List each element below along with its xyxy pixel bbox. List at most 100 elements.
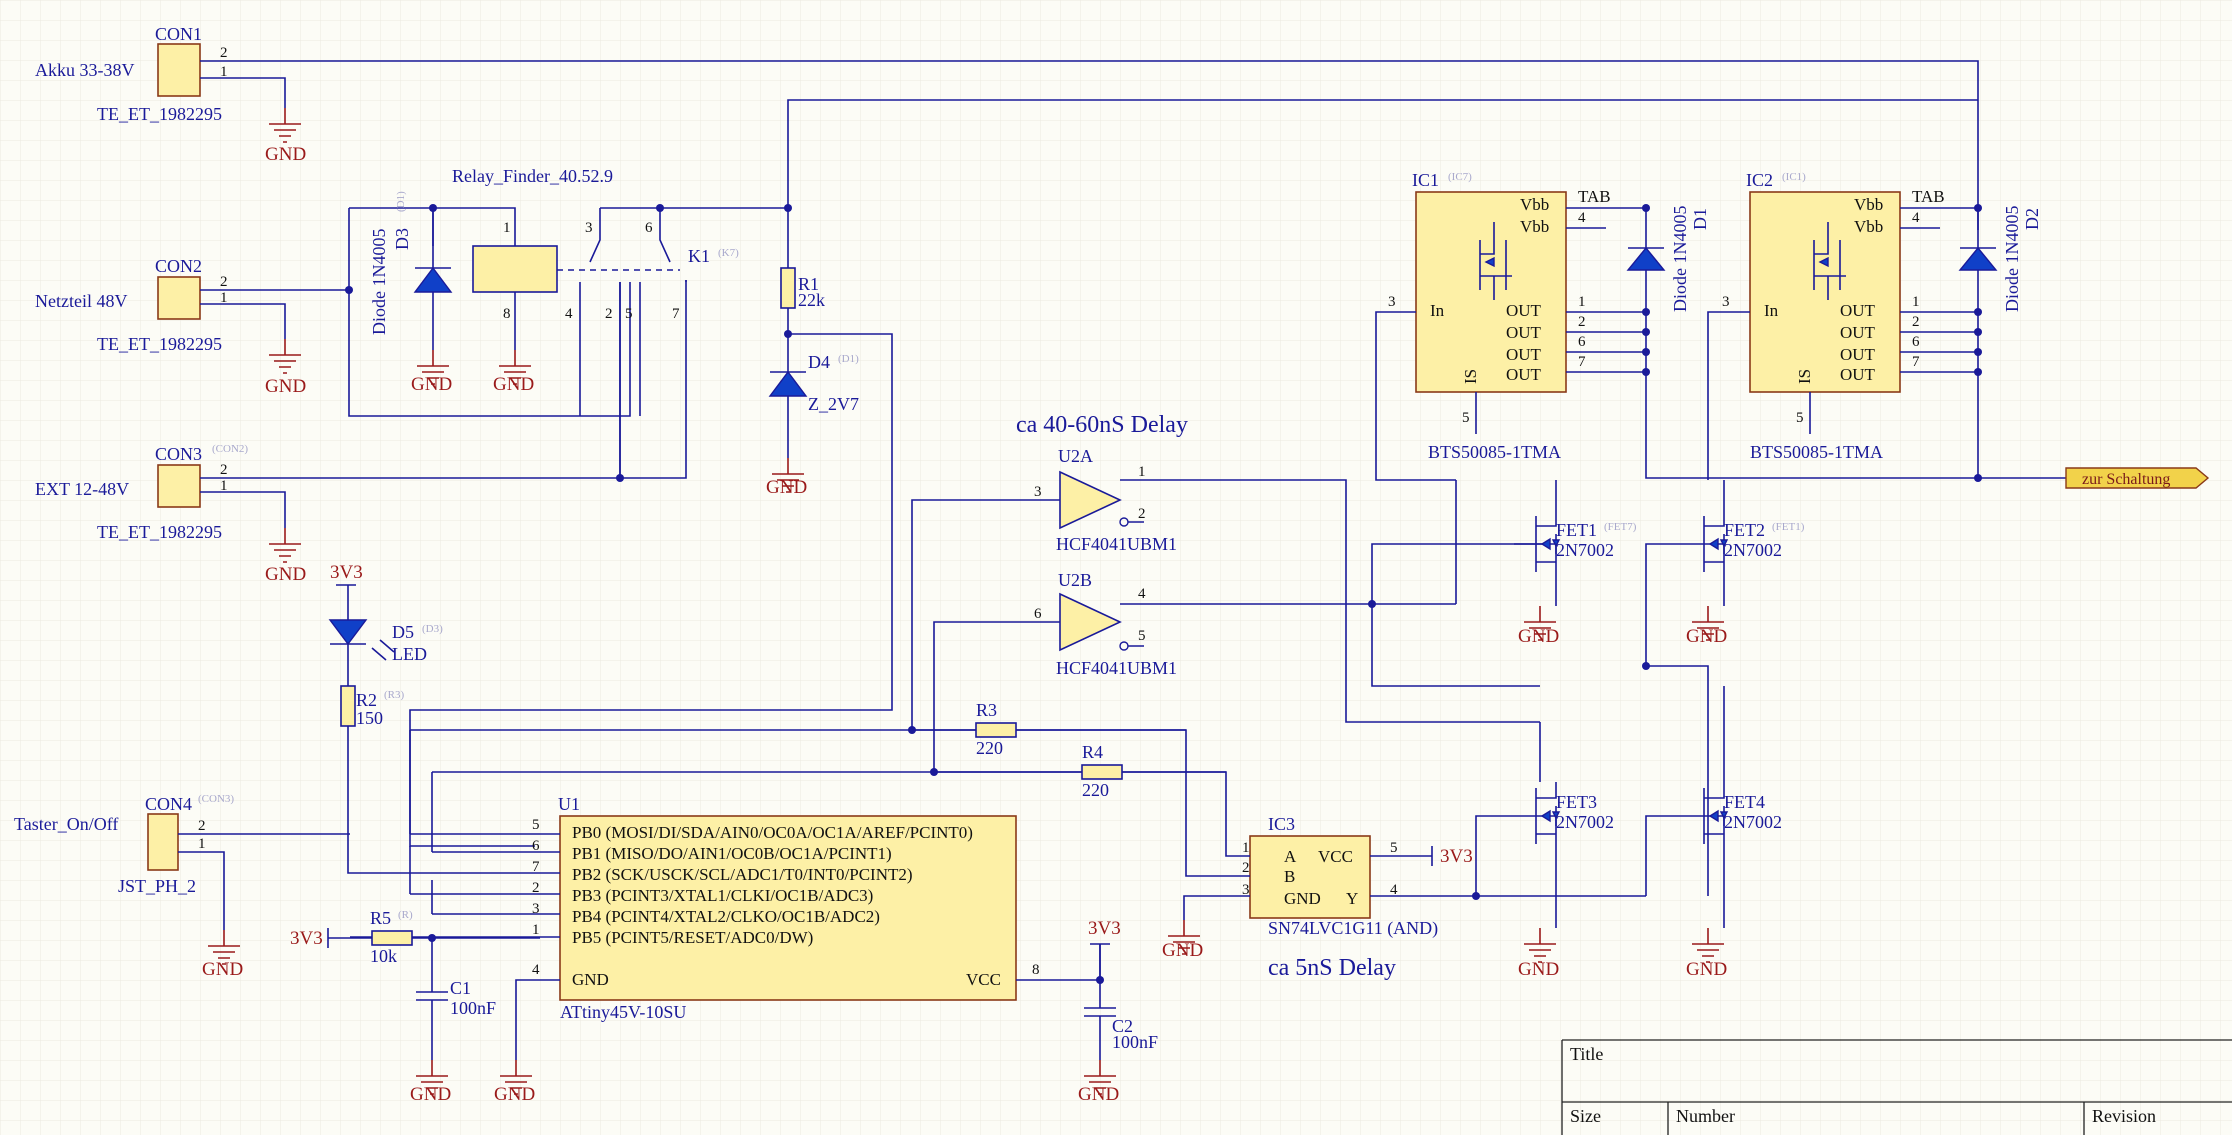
ic1-pin-o2: 2	[1578, 314, 1586, 330]
led-3v3-label: 3V3	[330, 562, 363, 583]
gnd-label: GND	[265, 564, 306, 585]
ic1-out2: OUT	[1506, 323, 1542, 342]
u1-vcc: VCC	[966, 970, 1001, 989]
ic1-out4: OUT	[1506, 365, 1542, 384]
relay-pin6: 6	[645, 220, 653, 236]
u2b-pin-in: 6	[1034, 606, 1042, 622]
u2a-pin-outn: 2	[1138, 506, 1146, 522]
d5-name: D5	[392, 622, 414, 642]
r1-name: R1	[798, 274, 819, 294]
ic1-pin-tab: 4	[1578, 210, 1586, 226]
con4-connector[interactable]: CON4 (CON3) Taster_On/Off JST_PH_2 2 1	[14, 793, 350, 930]
ic2-out3: OUT	[1840, 345, 1876, 364]
wire-fet4	[1645, 686, 1725, 928]
fet1[interactable]: FET1 (FET7) 2N7002	[1513, 509, 1637, 579]
con4-part: JST_PH_2	[118, 876, 196, 896]
ic2-pin-o4: 7	[1912, 354, 1920, 370]
capacitor-c1[interactable]: C1 100nF	[416, 938, 496, 1060]
ic1-vbb2: Vbb	[1520, 217, 1549, 236]
gnd-label: GND	[1686, 959, 1727, 980]
ic1-is: IS	[1461, 369, 1480, 384]
gnd-label: GND	[1078, 1084, 1119, 1105]
d4-part: Z_2V7	[808, 394, 859, 414]
resistor-r5[interactable]: R5 (R) 10k	[327, 908, 540, 966]
con1-connector[interactable]: CON1 Akku 33-38V TE_ET_1982295 2 1	[35, 24, 286, 124]
size-label: Size	[1570, 1106, 1601, 1126]
led-d5[interactable]: D5 (D3) LED	[328, 584, 443, 686]
ic2-pin-o1: 1	[1912, 294, 1920, 310]
fet4[interactable]: FET4 2N7002	[1681, 781, 1782, 851]
ic1-pin-is: 5	[1462, 410, 1470, 426]
and-delay-note: ca 5nS Delay	[1268, 955, 1396, 981]
gnd-label: GND	[1518, 959, 1559, 980]
u1-attiny45[interactable]: U1 PB0 (MOSI/DI/SDA/AIN0/OC0A/OC1A/AREF/…	[350, 794, 1100, 1060]
con4-name: CON4	[145, 794, 192, 814]
fet3[interactable]: FET3 2N7002	[1513, 781, 1614, 851]
con2-name: CON2	[155, 256, 202, 276]
con2-connector[interactable]: CON2 Netzteil 48V TE_ET_1982295 2 1	[35, 256, 286, 354]
buffer-u2a[interactable]: U2A HCF4041UBM1 3 1 2	[920, 446, 1540, 723]
u1-pin-pb2: PB2 (SCK/USCK/SCL/ADC1/T0/INT0/PCINT2)	[572, 865, 913, 884]
diode-d2[interactable]: Diode 1N4005 D2	[1958, 206, 2042, 479]
d5-ghost: (D3)	[422, 623, 443, 635]
con2-pin2: 2	[220, 274, 228, 290]
title-label: Title	[1570, 1044, 1603, 1064]
d2-part: Diode 1N4005	[2002, 206, 2022, 313]
fet4-name: FET4	[1724, 792, 1765, 812]
gnd-label: GND	[766, 477, 807, 498]
con3-name: CON3	[155, 444, 202, 464]
con4-pin2: 2	[198, 818, 206, 834]
u1-pin-pb0: PB0 (MOSI/DI/SDA/AIN0/OC0A/OC1A/AREF/PCI…	[572, 823, 973, 842]
ic2-name: IC2	[1746, 170, 1773, 190]
relay-pin7: 7	[672, 306, 680, 322]
wire-u2b-out	[1371, 543, 1550, 687]
d3-ghost: (D1)	[395, 191, 407, 212]
u1-part: ATtiny45V-10SU	[560, 1002, 686, 1022]
diode-d3[interactable]: Diode 1N4005 D3 (D1)	[369, 191, 453, 350]
con3-connector[interactable]: CON3 (CON2) EXT 12-48V TE_ET_1982295 2 1	[35, 443, 286, 542]
d3-part: Diode 1N4005	[369, 229, 389, 336]
wire-buffer-in	[911, 499, 1082, 773]
u2a-part: HCF4041UBM1	[1056, 534, 1177, 554]
vcc-net	[1090, 943, 1110, 980]
u1-num-gnd: 4	[532, 962, 540, 978]
u2b-name: U2B	[1058, 570, 1092, 590]
relay-pin2: 2	[605, 306, 613, 322]
ic2-pin-o3: 6	[1912, 334, 1920, 350]
ic3-pin-b: 2	[1242, 860, 1250, 876]
number-label: Number	[1676, 1106, 1735, 1126]
d3-name: D3	[392, 228, 412, 250]
ic3-pin-y: 4	[1390, 882, 1398, 898]
wire-u1-pins	[409, 730, 433, 914]
c1-value: 100nF	[450, 998, 496, 1018]
r3-name: R3	[976, 700, 997, 720]
buffer-u2b[interactable]: U2B HCF4041UBM1 6 4 5	[936, 570, 1372, 678]
ic1-tab: TAB	[1578, 187, 1611, 206]
con1-label: Akku 33-38V	[35, 60, 135, 80]
zener-d4[interactable]: D4 (D1) Z_2V7	[768, 352, 859, 458]
ic1-out1: OUT	[1506, 301, 1542, 320]
output-port-zur-schaltung[interactable]: zur Schaltung	[2065, 467, 2210, 489]
r2-ghost: (R3)	[384, 689, 405, 701]
ic1-ghost: (IC7)	[1448, 171, 1472, 183]
resistor-r1[interactable]: R1 22k	[780, 267, 825, 372]
ic1-switch[interactable]: IC1 (IC7) Vbb Vbb TAB In OUT OUT OUT OUT…	[1375, 170, 1646, 481]
u1-pin-pb1: PB1 (MISO/DO/AIN1/OC0B/OC1A/PCINT1)	[572, 844, 892, 863]
relay-title: Relay_Finder_40.52.9	[452, 166, 613, 186]
resistor-r3[interactable]: R3 220	[912, 700, 1186, 758]
r5-name: R5	[370, 908, 391, 928]
ic2-is: IS	[1795, 369, 1814, 384]
u1-num-2: 2	[532, 880, 540, 896]
resistor-r4[interactable]: R4 220	[1081, 742, 1226, 800]
ic2-pin-is: 5	[1796, 410, 1804, 426]
gnd-label: GND	[1162, 940, 1203, 961]
fet1-ghost: (FET7)	[1604, 521, 1637, 533]
diode-d1[interactable]: Diode 1N4005 D1	[1626, 206, 1710, 373]
ic3-and-gate[interactable]: IC3 A B GND VCC Y 1 2 3 5 4 SN74LVC1G11 …	[410, 729, 1476, 939]
buffer-delay-note: ca 40-60nS Delay	[1016, 412, 1188, 438]
ic2-switch[interactable]: IC2 (IC1) Vbb Vbb TAB In OUT OUT OUT OUT…	[1707, 170, 1978, 480]
fet2[interactable]: FET2 (FET1) 2N7002	[1681, 509, 1805, 579]
ic2-vbb: Vbb	[1854, 195, 1883, 214]
resistor-r2[interactable]: R2 (R3) 150	[340, 685, 405, 874]
relay-ghost: (K7)	[718, 247, 739, 259]
